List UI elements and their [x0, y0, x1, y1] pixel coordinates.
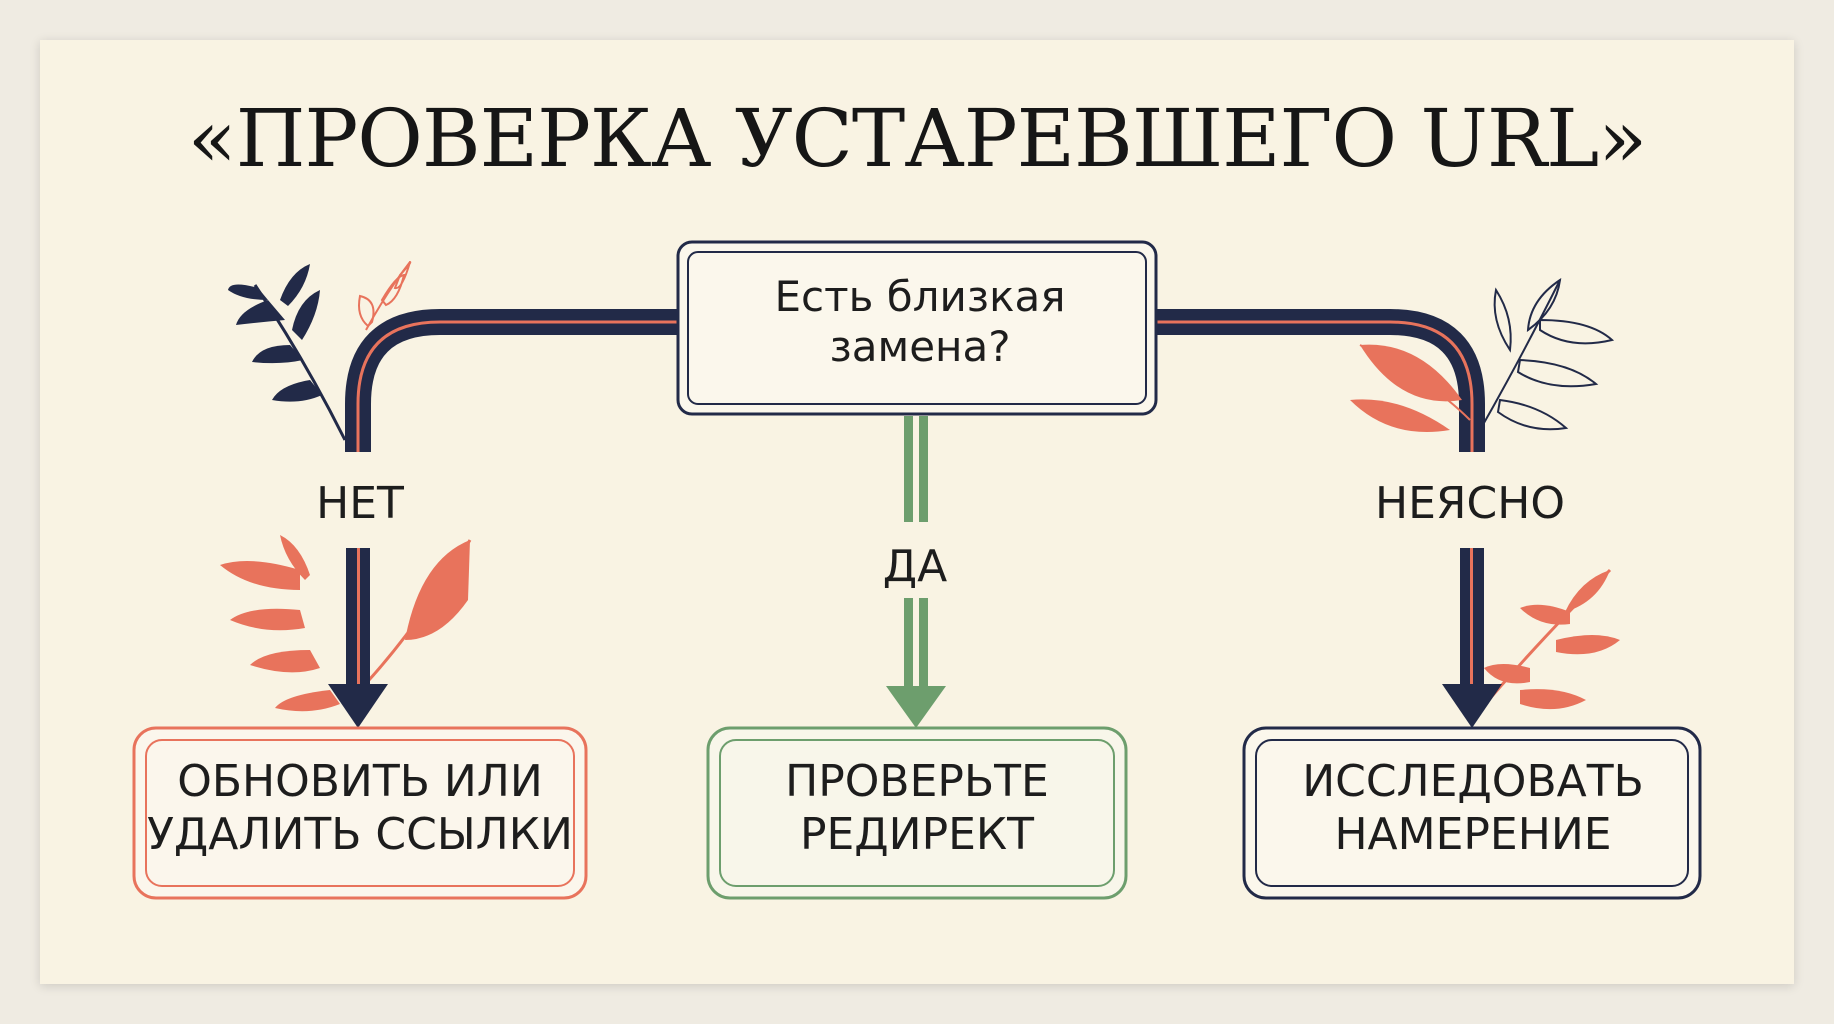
connector-left	[345, 309, 680, 452]
leaf-sprig-icon	[220, 535, 472, 712]
result-box-redirect	[706, 726, 1128, 900]
question-text: Есть близкая замена?	[774, 272, 1066, 372]
arrow-unclear	[1442, 548, 1502, 728]
leaf-sprig-icon	[1478, 568, 1620, 711]
leaf-sprig-icon	[358, 260, 412, 331]
branch-label-no: НЕТ	[316, 478, 404, 529]
question-box	[676, 240, 1158, 416]
leaf-sprig-icon	[1350, 344, 1471, 432]
result-text-investigate: ИССЛЕДОВАТЬ НАМЕРЕНИЕ	[1302, 756, 1644, 860]
result-box-update	[132, 726, 588, 900]
connector-right	[1156, 309, 1485, 452]
leaf-sprig-icon	[1479, 277, 1615, 431]
leaf-sprig-icon	[228, 264, 347, 441]
result-box-investigate	[1242, 726, 1702, 900]
branch-label-yes: ДА	[882, 541, 948, 592]
branch-label-unclear: НЕЯСНО	[1375, 478, 1565, 529]
diagram-title: «ПРОВЕРКА УСТАРЕВШЕГО URL»	[187, 92, 1647, 185]
result-text-redirect: ПРОВЕРЬТЕ РЕДИРЕКТ	[785, 756, 1049, 860]
arrow-no	[328, 548, 388, 728]
arrow-yes	[886, 416, 946, 728]
result-text-update: ОБНОВИТЬ ИЛИ УДАЛИТЬ ССЫЛКИ	[147, 756, 573, 860]
